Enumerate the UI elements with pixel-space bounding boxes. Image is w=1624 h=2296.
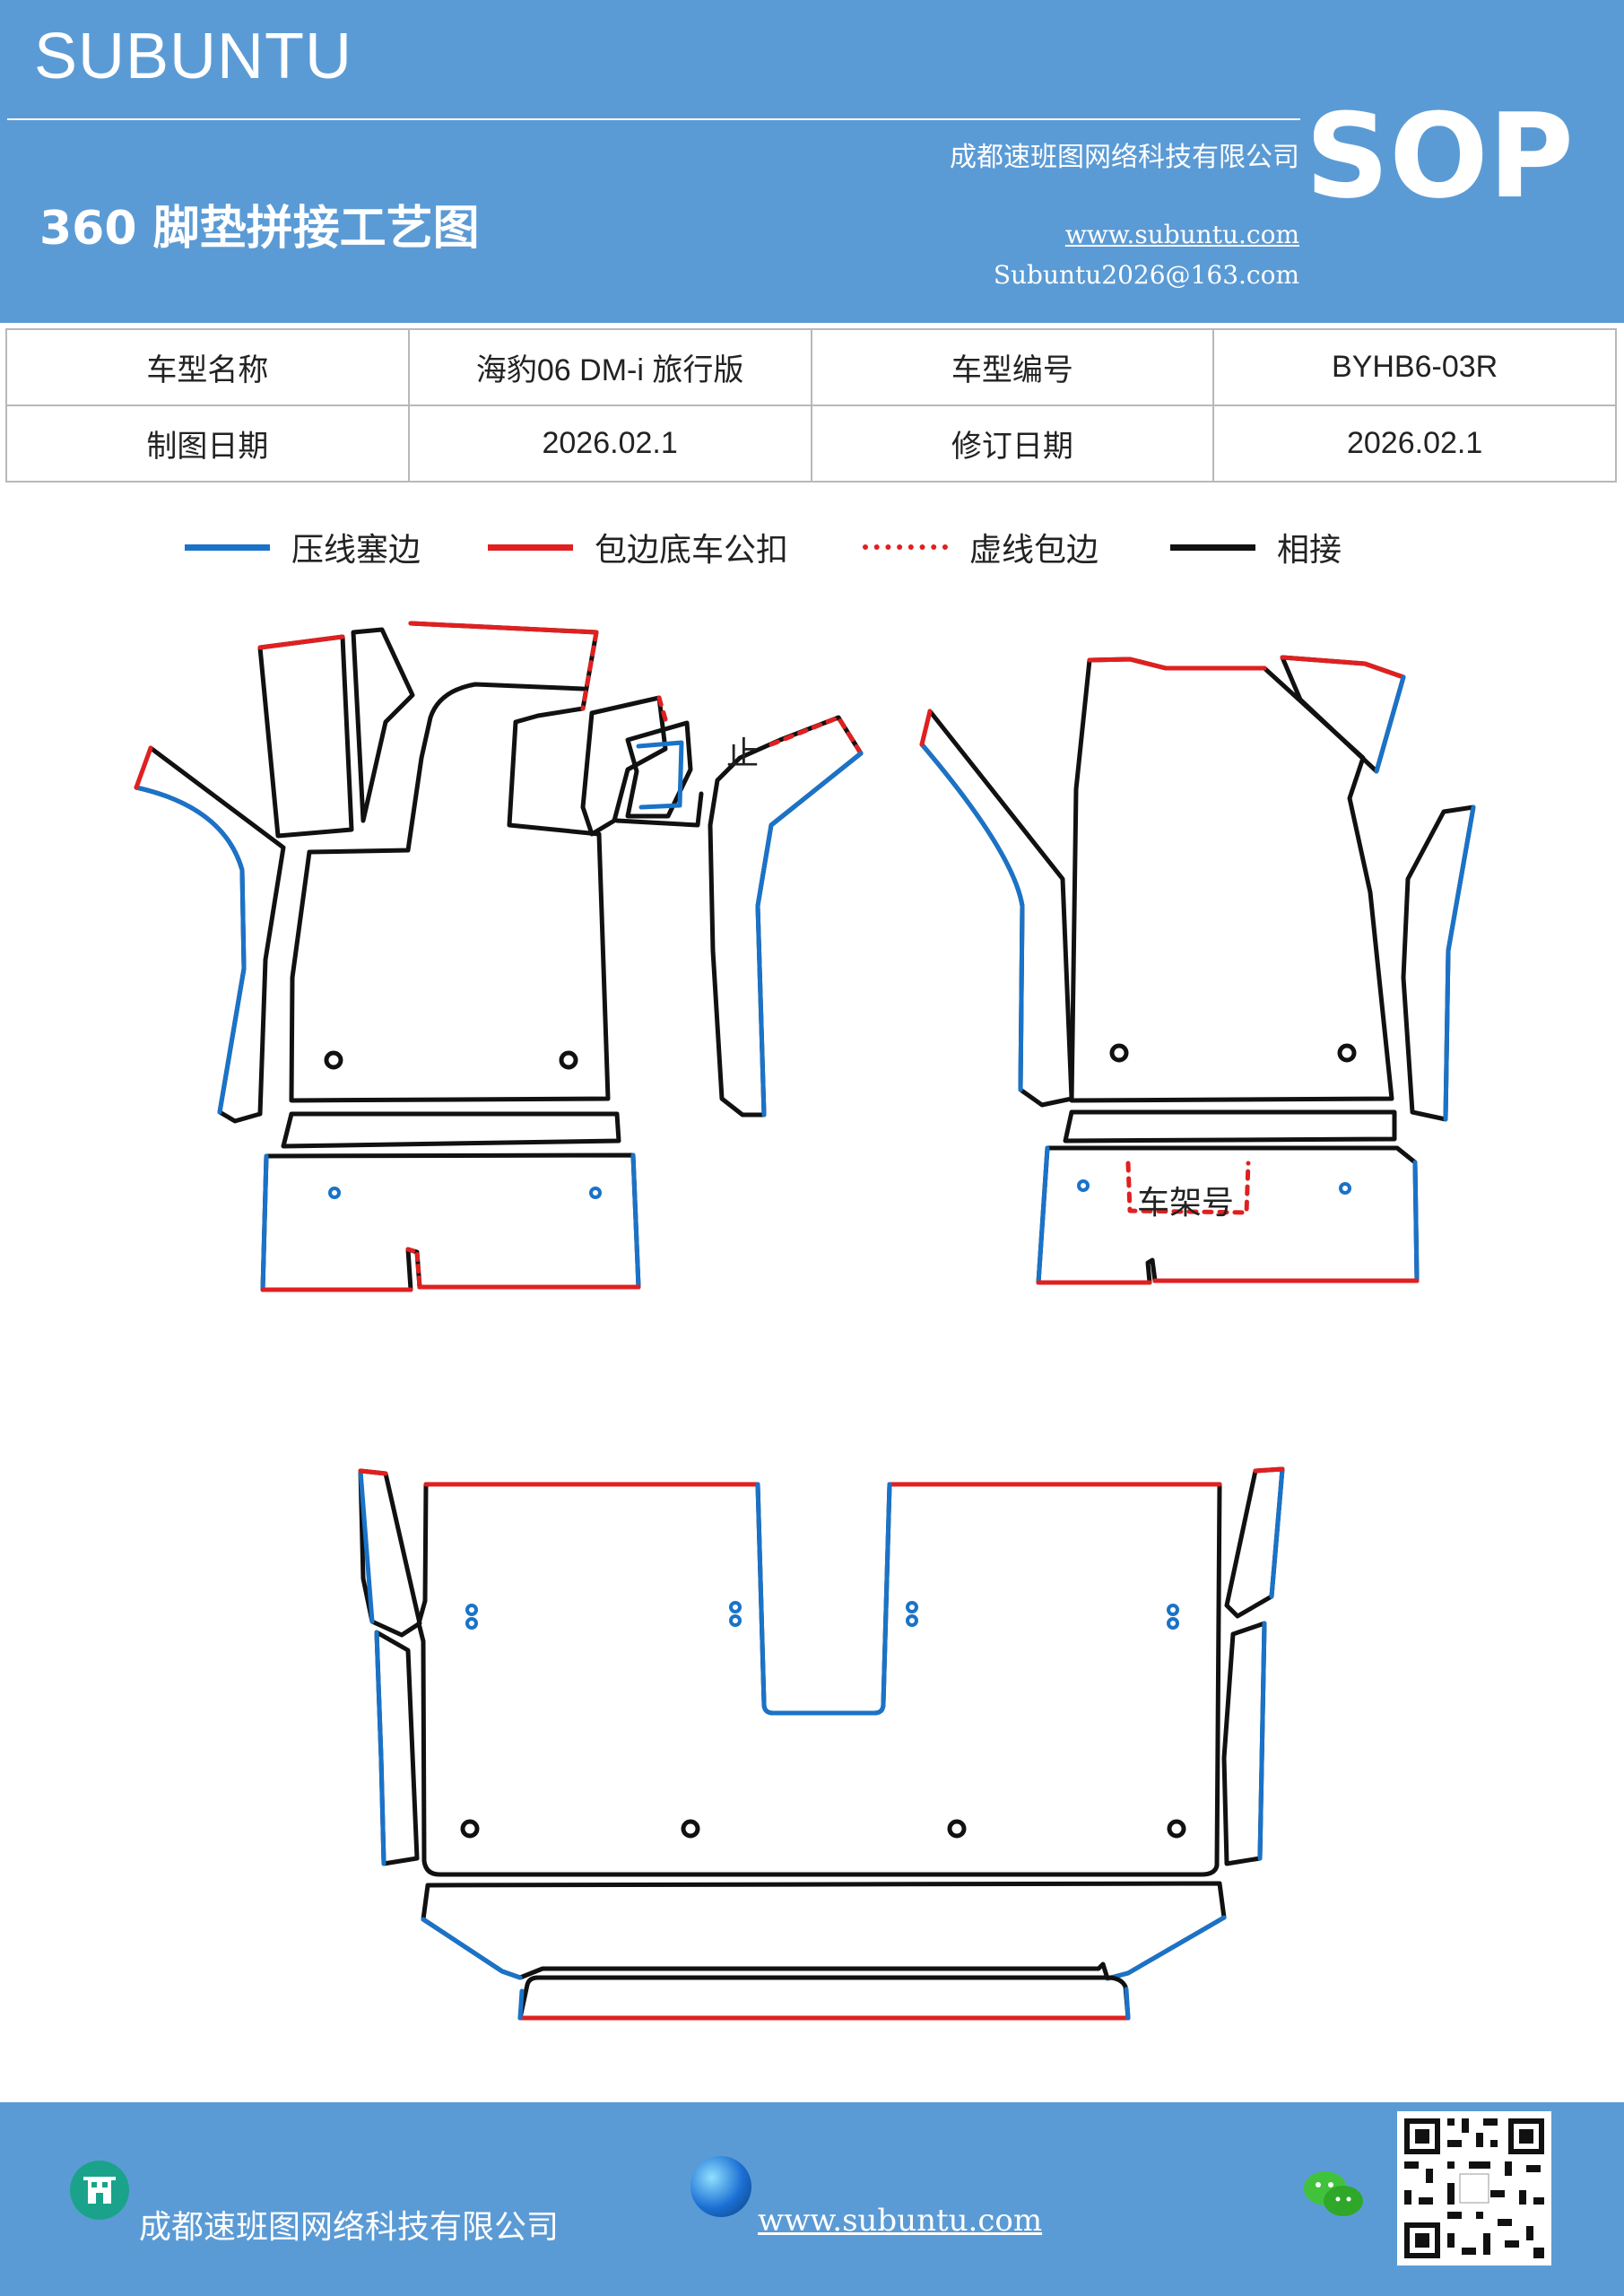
building-icon: [70, 2161, 129, 2220]
document-title: 360 脚垫拼接工艺图: [39, 202, 480, 256]
table-row: 车型名称 海豹06 DM-i 旅行版 车型编号 BYHB6-03R: [5, 328, 1617, 406]
legend-item: 相接: [1170, 520, 1342, 574]
legend-label: 包边底车公扣: [595, 532, 789, 569]
header-website-link[interactable]: www.subuntu.com: [1064, 220, 1299, 249]
table-row: 制图日期 2026.02.1 修订日期 2026.02.1: [5, 404, 1617, 483]
legend-label: 压线塞边: [291, 532, 421, 569]
qr-code: [1397, 2111, 1551, 2266]
legend-label: 虚线包边: [969, 532, 1099, 569]
footer-company: 成都速班图网络科技有限公司: [139, 2209, 560, 2246]
model-name-value: 海豹06 DM-i 旅行版: [407, 328, 812, 406]
legend-swatch: [488, 544, 573, 551]
mounting-holes: [465, 1601, 1179, 1630]
model-code-value: BYHB6-03R: [1212, 328, 1617, 406]
legend-item: 包边底车公扣: [488, 520, 788, 574]
front-left-mat-group: 止: [134, 621, 864, 1292]
draw-date-value: 2026.02.1: [407, 404, 812, 483]
stop-mark: 止: [726, 735, 759, 772]
revise-date-value: 2026.02.1: [1212, 404, 1617, 483]
floor-mat-diagram: 止 车架号: [134, 621, 1476, 2021]
footer-website-link[interactable]: www.subuntu.com: [758, 2203, 1043, 2239]
header-email: Subuntu2026@163.com: [993, 260, 1299, 290]
globe-icon: [690, 2156, 751, 2217]
footer-banner: 成都速班图网络科技有限公司 www.subuntu.com: [0, 2102, 1624, 2296]
brand-name: SUBUNTU: [34, 21, 353, 92]
legend-swatch: [185, 544, 270, 551]
revise-date-label: 修订日期: [810, 404, 1215, 483]
legend-item: 压线塞边: [185, 520, 421, 574]
header-divider: [7, 118, 1300, 120]
legend-item: 虚线包边: [863, 520, 1099, 574]
vin-label: 车架号: [1137, 1185, 1234, 1222]
draw-date-label: 制图日期: [5, 404, 410, 483]
legend-swatch: [863, 544, 948, 550]
legend-swatch: [1170, 544, 1255, 551]
header-banner: SUBUNTU 成都速班图网络科技有限公司 360 脚垫拼接工艺图 www.su…: [0, 0, 1624, 323]
wechat-icon[interactable]: [1302, 2167, 1367, 2221]
vehicle-info-table: 车型名称 海豹06 DM-i 旅行版 车型编号 BYHB6-03R 制图日期 2…: [5, 328, 1617, 483]
front-right-mat-group: 车架号: [919, 655, 1476, 1285]
header-company: 成都速班图网络科技有限公司: [950, 142, 1299, 173]
sop-badge: SOP: [1305, 88, 1574, 224]
legend-label: 相接: [1277, 532, 1342, 569]
model-name-label: 车型名称: [5, 328, 410, 406]
rear-mat-group: [358, 1466, 1285, 2021]
legend: 压线塞边 包边底车公扣 虚线包边 相接: [0, 520, 1624, 574]
model-code-label: 车型编号: [810, 328, 1215, 406]
